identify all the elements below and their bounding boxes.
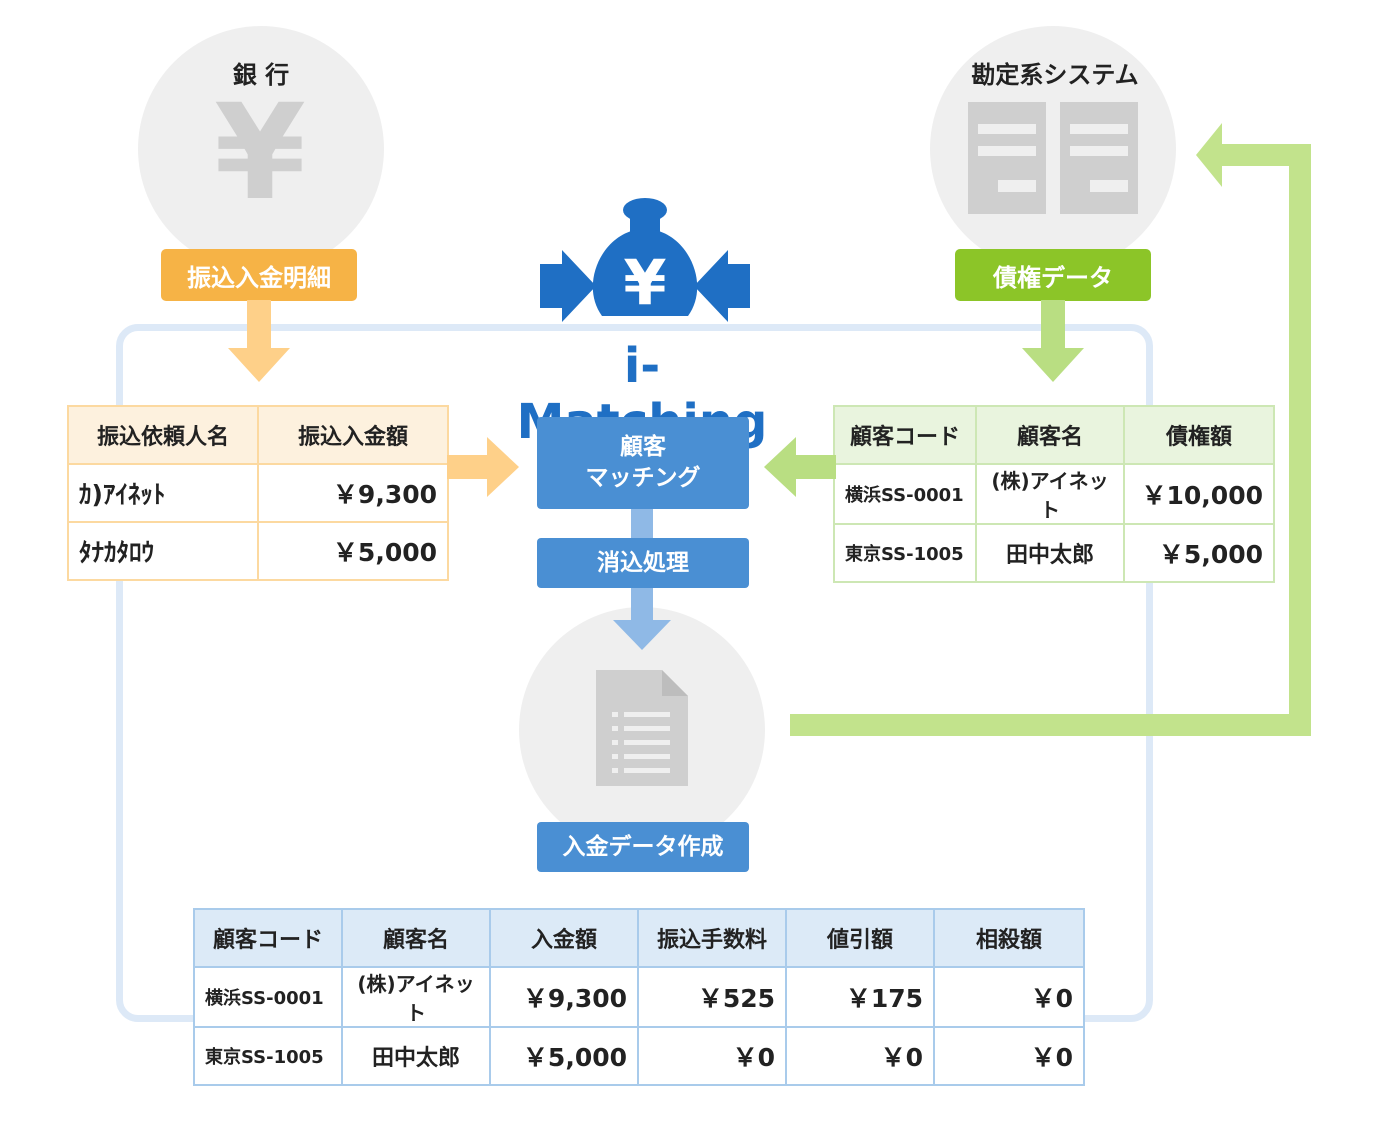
accounting-title: 勘定系システム xyxy=(971,61,1139,89)
matching-line1: 顧客 xyxy=(620,434,666,460)
bank-title: 銀 行 xyxy=(232,61,290,89)
server-icon xyxy=(968,102,1138,214)
col-header: 顧客名 xyxy=(341,908,491,968)
customer-code: 東京SS-1005 xyxy=(193,1026,343,1086)
money-bag-icon: ¥ xyxy=(540,198,750,322)
col-header: 振込手数料 xyxy=(637,908,787,968)
matching-line2: マッチング xyxy=(585,465,701,491)
customer-matching-step: 顧客 マッチング xyxy=(537,417,749,509)
receivable-amount: ￥10,000 xyxy=(1123,463,1275,525)
offset-amount: ￥0 xyxy=(933,1026,1085,1086)
flow-connector xyxy=(631,509,653,539)
col-header: 振込入金額 xyxy=(257,405,449,465)
customer-name: 田中太郎 xyxy=(341,1026,491,1086)
offset-amount: ￥0 xyxy=(933,966,1085,1028)
orange-right-arrow xyxy=(447,437,519,497)
green-down-arrow xyxy=(1022,300,1084,382)
transfer-fee: ￥525 xyxy=(637,966,787,1028)
table-row: 横浜SS-0001 (株)アイネット ￥10,000 xyxy=(833,463,1275,525)
document-icon xyxy=(596,670,688,786)
deposit-amount: ￥5,000 xyxy=(489,1026,639,1086)
payer-name: ｶ)ｱｲﾈｯﾄ xyxy=(67,463,259,523)
deposit-data-step: 入金データ作成 xyxy=(537,822,749,872)
clearing-step: 消込処理 xyxy=(537,538,749,588)
customer-name: (株)アイネット xyxy=(975,463,1125,525)
col-header: 顧客名 xyxy=(975,405,1125,465)
table-row: ﾀﾅｶﾀﾛｳ ￥5,000 xyxy=(67,521,449,581)
customer-name: 田中太郎 xyxy=(975,523,1125,583)
col-header: 振込依頼人名 xyxy=(67,405,259,465)
bank-statement-label: 振込入金明細 xyxy=(161,249,357,301)
col-header: 顧客コード xyxy=(193,908,343,968)
col-header: 債権額 xyxy=(1123,405,1275,465)
table-row: 東京SS-1005 田中太郎 ￥5,000 ￥0 ￥0 ￥0 xyxy=(193,1026,1085,1086)
result-table: 顧客コード 顧客名 入金額 振込手数料 値引額 相殺額 横浜SS-0001 (株… xyxy=(193,908,1085,1086)
bank-circle xyxy=(138,26,384,272)
receivable-amount: ￥5,000 xyxy=(1123,523,1275,583)
transfer-amount: ￥5,000 xyxy=(257,521,449,581)
transfer-fee: ￥0 xyxy=(637,1026,787,1086)
table-row: 東京SS-1005 田中太郎 ￥5,000 xyxy=(833,523,1275,583)
table-row: ｶ)ｱｲﾈｯﾄ ￥9,300 xyxy=(67,463,449,523)
transfer-amount: ￥9,300 xyxy=(257,463,449,523)
svg-text:¥: ¥ xyxy=(623,246,666,319)
col-header: 顧客コード xyxy=(833,405,977,465)
col-header: 入金額 xyxy=(489,908,639,968)
receivable-table: 顧客コード 顧客名 債権額 横浜SS-0001 (株)アイネット ￥10,000… xyxy=(833,405,1275,583)
customer-code: 東京SS-1005 xyxy=(833,523,977,583)
discount-amount: ￥175 xyxy=(785,966,935,1028)
table-row: 横浜SS-0001 (株)アイネット ￥9,300 ￥525 ￥175 ￥0 xyxy=(193,966,1085,1028)
transfer-table: 振込依頼人名 振込入金額 ｶ)ｱｲﾈｯﾄ ￥9,300 ﾀﾅｶﾀﾛｳ ￥5,00… xyxy=(67,405,449,581)
green-left-arrow xyxy=(764,437,836,497)
blue-down-arrow xyxy=(613,588,671,650)
customer-name: (株)アイネット xyxy=(341,966,491,1028)
customer-code: 横浜SS-0001 xyxy=(833,463,977,525)
col-header: 値引額 xyxy=(785,908,935,968)
payer-name: ﾀﾅｶﾀﾛｳ xyxy=(67,521,259,581)
discount-amount: ￥0 xyxy=(785,1026,935,1086)
yen-icon: ¥ xyxy=(214,76,306,230)
col-header: 相殺額 xyxy=(933,908,1085,968)
orange-down-arrow xyxy=(228,300,290,382)
deposit-amount: ￥9,300 xyxy=(489,966,639,1028)
customer-code: 横浜SS-0001 xyxy=(193,966,343,1028)
receivable-data-label: 債権データ xyxy=(955,249,1151,301)
